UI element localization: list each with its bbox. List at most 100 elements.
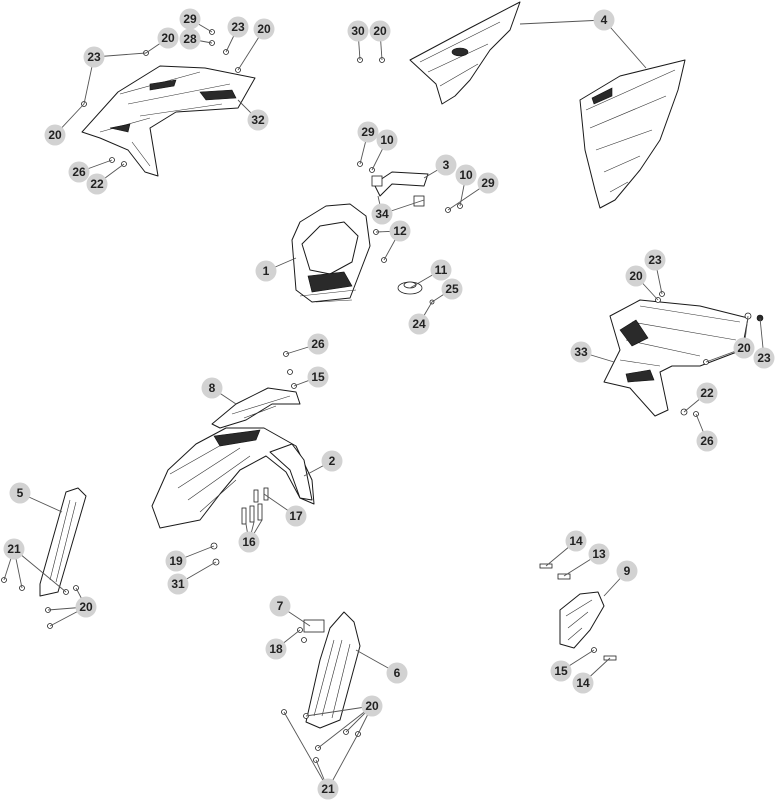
callout-number: 26 <box>72 165 86 179</box>
part-32-shroud-left <box>81 65 256 177</box>
callout-badge <box>616 560 638 582</box>
callout-number: 21 <box>7 542 21 556</box>
callout-20: 20 <box>253 18 275 40</box>
callout-badge <box>285 505 307 527</box>
callout-number: 23 <box>87 50 101 64</box>
part-6-fork-guard-right <box>303 611 361 729</box>
callout-badge <box>86 173 108 195</box>
callout-21: 21 <box>3 538 25 560</box>
callout-badge <box>238 531 260 553</box>
callout-19: 19 <box>165 550 187 572</box>
callout-number: 31 <box>171 577 185 591</box>
callout-number: 6 <box>394 666 401 680</box>
callout-number: 15 <box>554 664 568 678</box>
callout-badge <box>179 8 201 30</box>
callout-20: 20 <box>75 596 97 618</box>
callout-number: 10 <box>459 168 473 182</box>
callout-number: 22 <box>90 177 104 191</box>
callout-badge <box>347 20 369 42</box>
leader-line <box>317 705 373 749</box>
callout-14: 14 <box>572 672 594 694</box>
callout-number: 1 <box>263 264 270 278</box>
callout-badge <box>255 260 277 282</box>
callout-badge <box>644 249 666 271</box>
callout-26: 26 <box>696 430 718 452</box>
callout-badge <box>265 638 287 660</box>
callout-number: 33 <box>574 345 588 359</box>
callout-number: 24 <box>412 317 426 331</box>
callout-badge <box>361 695 383 717</box>
part-8-front-bracket <box>211 387 301 429</box>
callout-badge <box>696 382 718 404</box>
callout-badge <box>167 573 189 595</box>
callout-5: 5 <box>9 482 31 504</box>
callout-badge <box>389 220 411 242</box>
callout-20: 20 <box>157 27 179 49</box>
callout-number: 3 <box>443 158 450 172</box>
callout-number: 5 <box>17 486 24 500</box>
callout-badge <box>572 672 594 694</box>
callout-22: 22 <box>696 382 718 404</box>
callout-30: 30 <box>347 20 369 42</box>
callout-badge <box>408 313 430 335</box>
callout-21: 21 <box>317 778 339 800</box>
callout-23: 23 <box>753 347 775 369</box>
part-9-guard <box>559 591 605 649</box>
callout-number: 8 <box>209 381 216 395</box>
callout-3: 3 <box>435 154 457 176</box>
callout-badge <box>3 538 25 560</box>
callout-number: 20 <box>737 341 751 355</box>
callout-badge <box>75 596 97 618</box>
callout-33: 33 <box>570 341 592 363</box>
callout-number: 28 <box>183 32 197 46</box>
callout-number: 32 <box>251 113 265 127</box>
callout-1: 1 <box>255 260 277 282</box>
callout-number: 15 <box>311 370 325 384</box>
callout-20: 20 <box>44 124 66 146</box>
callout-29: 29 <box>477 172 499 194</box>
callout-badge <box>376 129 398 151</box>
callout-badge <box>371 203 393 225</box>
callout-badge <box>83 46 105 68</box>
callout-badge <box>565 530 587 552</box>
callout-15: 15 <box>550 660 572 682</box>
callout-25: 25 <box>441 278 463 300</box>
callout-number: 9 <box>624 564 631 578</box>
callout-28: 28 <box>179 28 201 50</box>
callout-badge <box>68 161 90 183</box>
callout-14: 14 <box>565 530 587 552</box>
callout-badge <box>253 18 275 40</box>
callout-badge <box>441 278 463 300</box>
callout-number: 29 <box>481 176 495 190</box>
callout-badge <box>455 164 477 186</box>
callout-number: 26 <box>700 434 714 448</box>
callout-6: 6 <box>386 662 408 684</box>
part-5-fork-guard-left <box>39 487 87 597</box>
callout-badge <box>201 377 223 399</box>
callout-29: 29 <box>179 8 201 30</box>
callout-number: 14 <box>576 676 590 690</box>
callout-number: 16 <box>242 535 256 549</box>
callout-16: 16 <box>238 531 260 553</box>
callout-20: 20 <box>369 20 391 42</box>
callout-number: 13 <box>592 547 606 561</box>
callout-9: 9 <box>616 560 638 582</box>
callout-badge <box>179 28 201 50</box>
leader-line <box>283 711 329 790</box>
leader-line <box>519 19 605 25</box>
callout-badge <box>227 16 249 38</box>
callout-10: 10 <box>455 164 477 186</box>
callout-number: 14 <box>569 534 583 548</box>
callout-7: 7 <box>269 595 291 617</box>
part-4-side-panel <box>409 1 686 209</box>
callout-number: 34 <box>375 207 389 221</box>
callout-number: 2 <box>329 454 336 468</box>
callout-number: 20 <box>79 600 93 614</box>
callout-18: 18 <box>265 638 287 660</box>
callout-number: 22 <box>700 386 714 400</box>
callout-badge <box>430 259 452 281</box>
callout-badge <box>386 662 408 684</box>
part-2-front-fender <box>151 427 315 529</box>
callout-number: 21 <box>321 782 335 796</box>
callout-number: 20 <box>48 128 62 142</box>
